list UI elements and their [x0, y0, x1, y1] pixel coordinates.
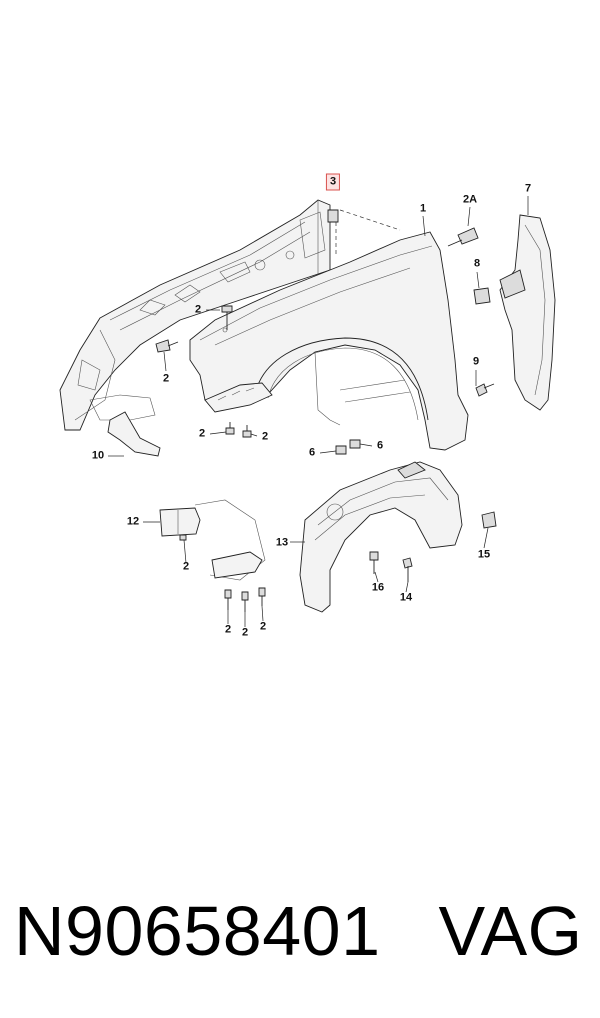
brand-name: VAG — [438, 892, 583, 970]
callout-2a: 2A — [462, 193, 478, 206]
screw-16-icon — [369, 551, 379, 574]
callout-1: 1 — [419, 202, 427, 215]
callout-16: 16 — [371, 581, 385, 594]
callout-2-bolt-fender-top: 2 — [194, 303, 202, 316]
callout-2-bottom-mid: 2 — [241, 626, 249, 639]
callout-6-left: 6 — [308, 446, 316, 459]
callout-12: 12 — [126, 515, 140, 528]
callout-2-bottom-left: 2 — [224, 623, 232, 636]
callout-2-bottom-right: 2 — [259, 620, 267, 633]
callout-14: 14 — [399, 591, 413, 604]
wheel-arch-liner-13 — [299, 461, 463, 613]
screw-9-icon — [475, 383, 495, 397]
bolt-icons — [155, 305, 361, 455]
callout-13: 13 — [275, 536, 289, 549]
clip-15-icon — [481, 511, 497, 529]
callout-7: 7 — [524, 182, 532, 195]
callout-10: 10 — [91, 449, 105, 462]
callout-8: 8 — [473, 257, 481, 270]
callout-6-right: 6 — [376, 439, 384, 452]
mount-bracket — [194, 499, 266, 612]
callout-2-bolt-lower-right: 2 — [261, 430, 269, 443]
screw-14-icon — [402, 557, 413, 582]
callout-2-bolt-inner: 2 — [162, 372, 170, 385]
part-number: N90658401 — [14, 892, 381, 970]
front-fender — [189, 231, 469, 451]
callout-9: 9 — [472, 355, 480, 368]
bracket-10 — [107, 411, 161, 457]
bracket-12 — [159, 507, 201, 541]
seal-7 — [499, 214, 556, 411]
callout-2-bracket-12: 2 — [182, 560, 190, 573]
bolt-2a-icon — [447, 227, 479, 247]
callout-15: 15 — [477, 548, 491, 561]
callout-2-bolt-lower-left: 2 — [198, 427, 206, 440]
clip-8-icon — [473, 287, 491, 305]
leader-lines — [108, 196, 529, 627]
callout-3-highlighted: 3 — [325, 173, 341, 191]
